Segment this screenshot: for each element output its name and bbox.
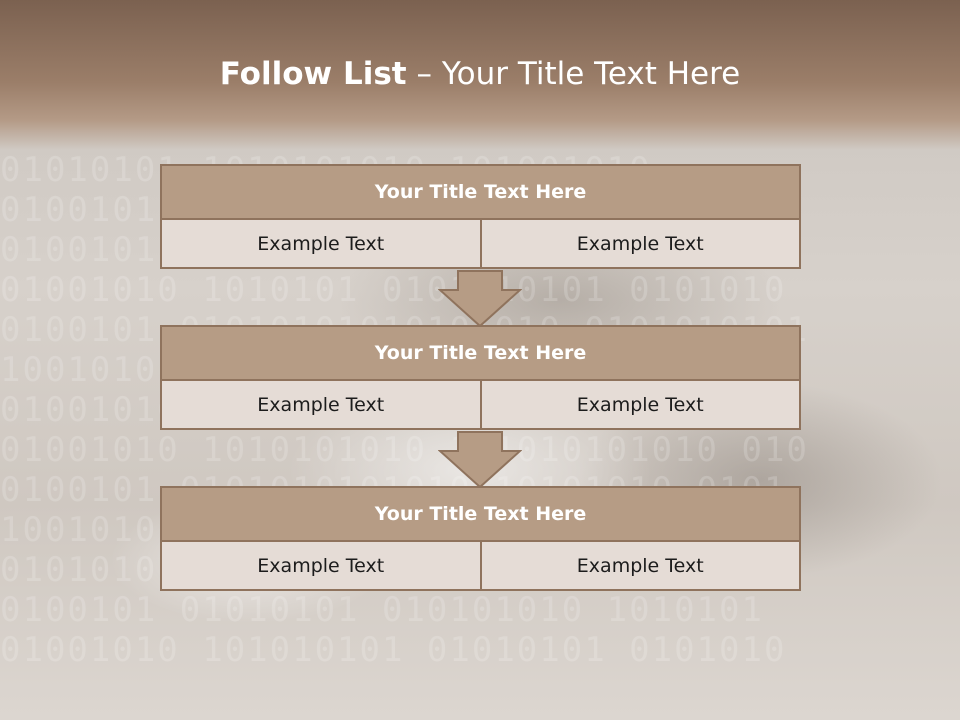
block-cell-right: Example Text	[479, 218, 801, 269]
block-title: Your Title Text Here	[160, 325, 801, 381]
block-cell-left: Example Text	[160, 218, 482, 269]
block-row: Example Text Example Text	[160, 218, 801, 269]
slide-title-rest: – Your Title Text Here	[406, 56, 741, 92]
block-row: Example Text Example Text	[160, 540, 801, 591]
list-block-3: Your Title Text Here Example Text Exampl…	[160, 486, 801, 591]
block-cell-left: Example Text	[160, 379, 482, 430]
block-title: Your Title Text Here	[160, 164, 801, 220]
down-arrow-icon	[438, 431, 522, 489]
block-cell-right: Example Text	[479, 540, 801, 591]
slide-title: Follow List – Your Title Text Here	[0, 56, 960, 92]
block-cell-right: Example Text	[479, 379, 801, 430]
block-title: Your Title Text Here	[160, 486, 801, 542]
list-block-1: Your Title Text Here Example Text Exampl…	[160, 164, 801, 269]
down-arrow-icon	[438, 270, 522, 328]
header-band	[0, 0, 960, 150]
list-block-2: Your Title Text Here Example Text Exampl…	[160, 325, 801, 430]
block-cell-left: Example Text	[160, 540, 482, 591]
slide-title-bold: Follow List	[219, 56, 407, 92]
block-row: Example Text Example Text	[160, 379, 801, 430]
